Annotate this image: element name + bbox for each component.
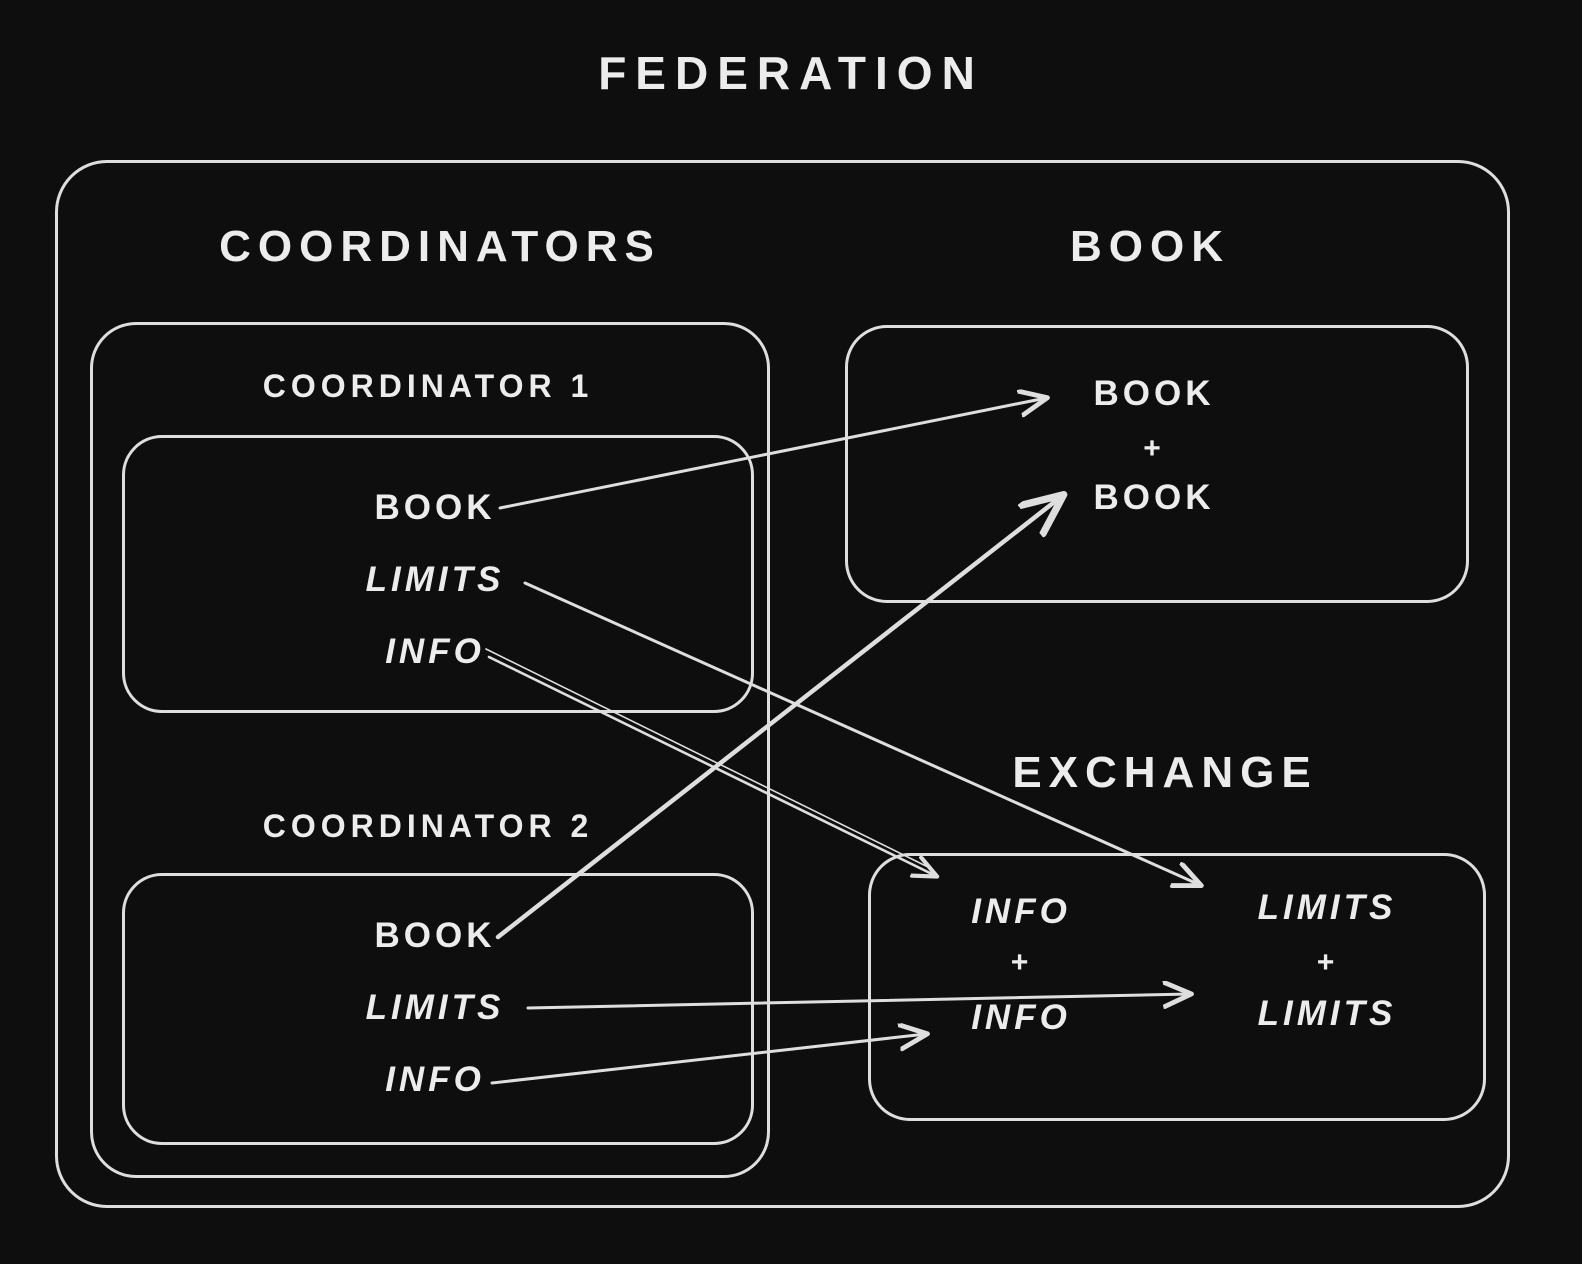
exchange-info-plus: +	[1010, 946, 1032, 979]
book-plus: +	[1143, 432, 1165, 465]
coordinator2-item-limits: LIMITS	[365, 988, 505, 1027]
coordinator1-item-info: INFO	[385, 632, 485, 671]
federation-box	[55, 160, 1510, 1208]
diagram-title: FEDERATION	[598, 47, 984, 99]
book-item-bottom: BOOK	[1093, 478, 1215, 517]
coordinator1-label: COORDINATOR 1	[262, 368, 594, 404]
coordinators-heading: COORDINATORS	[219, 222, 661, 271]
exchange-limits-bottom: LIMITS	[1257, 994, 1397, 1033]
coordinator1-item-limits: LIMITS	[365, 560, 505, 599]
exchange-info-bottom: INFO	[971, 998, 1071, 1037]
exchange-limits-top: LIMITS	[1257, 888, 1397, 927]
book-heading: BOOK	[1070, 222, 1230, 271]
coordinator1-item-book: BOOK	[374, 488, 496, 527]
exchange-info-top: INFO	[971, 892, 1071, 931]
exchange-heading: EXCHANGE	[1012, 748, 1318, 797]
book-item-top: BOOK	[1093, 374, 1215, 413]
exchange-limits-plus: +	[1316, 946, 1338, 979]
coordinator2-item-info: INFO	[385, 1060, 485, 1099]
coordinator2-label: COORDINATOR 2	[262, 808, 594, 844]
coordinator2-item-book: BOOK	[374, 916, 496, 955]
